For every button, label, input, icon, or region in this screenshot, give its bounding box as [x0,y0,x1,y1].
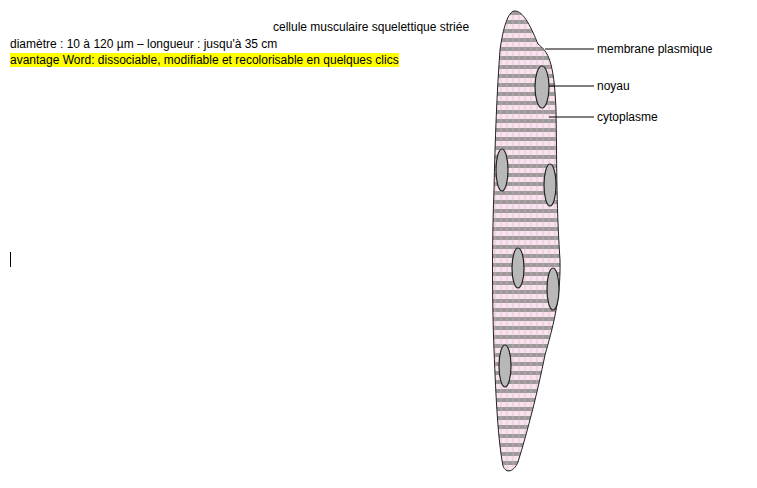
dimension-note: diamètre : 10 à 120 µm – longueur : jusq… [10,37,277,51]
text-cursor [10,252,11,267]
figure-title: cellule musculaire squelettique striée [273,20,469,34]
part-label: membrane plasmique [597,42,712,56]
cell-body [480,0,580,488]
part-label: noyau [597,79,630,93]
nuclei [496,66,559,387]
highlight-note: avantage Word: dissociable, modifiable e… [10,53,399,67]
leader-lines [545,49,594,117]
part-label: cytoplasme [597,110,658,124]
